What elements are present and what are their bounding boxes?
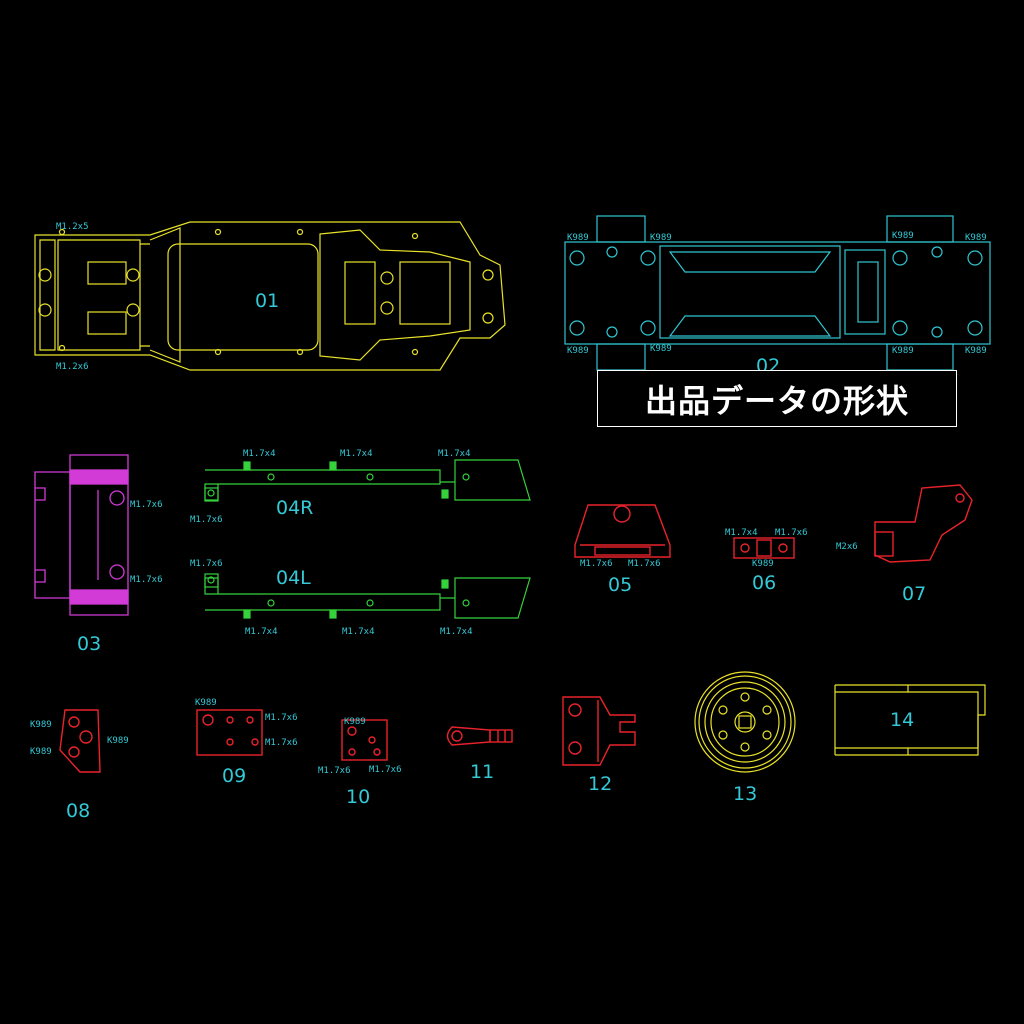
part-04l-rail: M1.7x6 M1.7x4 M1.7x4 M1.7x4 04L [190,559,531,637]
part-01-chassis: M1.2x5 M1.2x6 01 [34,221,506,372]
part-label-04l: 04L [276,567,311,589]
note-08-k989-b: K989 [107,736,129,746]
part-label-09: 09 [222,765,246,787]
note-k989-b: K989 [650,233,672,243]
note-09-m17x6-b: M1.7x6 [265,738,298,748]
part-10-plate: K989 M1.7x6 M1.7x6 10 [318,717,402,808]
note-04l-m17x4-b: M1.7x4 [342,627,375,637]
note-04r-m17x4-a: M1.7x4 [243,449,276,459]
part-14-bracket: 14 [834,684,986,756]
note-k989-h: K989 [965,346,987,356]
title-banner: 出品データの形状 [597,370,957,427]
note-09-k989: K989 [195,698,217,708]
note-03-m17x6-b: M1.7x6 [130,575,163,585]
part-09-plate: K989 M1.7x6 M1.7x6 09 [195,698,298,787]
note-10-m17x6-a: M1.7x6 [318,766,351,776]
note-04l-m17x4-c: M1.7x4 [440,627,473,637]
part-02-frame: K989 K989 K989 K989 K989 K989 K989 K989 … [564,215,991,377]
note-05-m17x6-a: M1.7x6 [580,559,613,569]
note-07-m2x6: M2x6 [836,542,858,552]
part-label-06: 06 [752,572,776,594]
note-04l-m17x4-a: M1.7x4 [245,627,278,637]
part-11-link: 11 [446,726,513,783]
note-k989-d: K989 [965,233,987,243]
part-13-wheel: 13 [694,671,796,805]
note-k989-f: K989 [650,344,672,354]
part-label-05: 05 [608,574,632,596]
part-label-12: 12 [588,773,612,795]
note-09-m17x6-a: M1.7x6 [265,713,298,723]
part-05-block: M1.7x6 M1.7x6 05 [574,504,671,596]
note-k989-g: K989 [892,346,914,356]
note-06-m17x6: M1.7x6 [775,528,808,538]
note-10-k989: K989 [344,717,366,727]
part-label-07: 07 [902,583,926,605]
part-label-11: 11 [470,761,494,783]
note-06-k989: K989 [752,559,774,569]
part-label-14: 14 [890,709,914,731]
part-06-block: M1.7x4 M1.7x6 K989 06 [725,528,808,594]
note-10-m17x6-b: M1.7x6 [369,765,402,775]
part-label-03: 03 [77,633,101,655]
part-label-10: 10 [346,786,370,808]
note-05-m17x6-b: M1.7x6 [628,559,661,569]
note-04r-m17x4-c: M1.7x4 [438,449,471,459]
note-k989-e: K989 [567,346,589,356]
note-m12x6: M1.2x6 [56,362,89,372]
note-06-m17x4: M1.7x4 [725,528,758,538]
note-04r-m17x6: M1.7x6 [190,515,223,525]
note-04l-m17x6: M1.7x6 [190,559,223,569]
note-08-k989-c: K989 [30,747,52,757]
part-12-hinge: 12 [562,696,636,795]
note-k989-c: K989 [892,231,914,241]
note-08-k989-a: K989 [30,720,52,730]
note-m12x5: M1.2x5 [56,222,89,232]
part-07-arm: M2x6 07 [836,484,973,605]
part-08-block: K989 K989 K989 08 [30,709,129,822]
note-04r-m17x4-b: M1.7x4 [340,449,373,459]
note-03-m17x6-a: M1.7x6 [130,500,163,510]
part-label-04r: 04R [276,497,313,519]
part-label-01: 01 [255,290,279,312]
note-k989-a: K989 [567,233,589,243]
part-label-08: 08 [66,800,90,822]
part-04r-rail: M1.7x4 M1.7x4 M1.7x4 M1.7x6 04R [190,449,531,525]
part-03-bracket: M1.7x6 M1.7x6 03 [34,454,163,655]
title-text: 出品データの形状 [644,381,909,420]
part-label-13: 13 [733,783,757,805]
